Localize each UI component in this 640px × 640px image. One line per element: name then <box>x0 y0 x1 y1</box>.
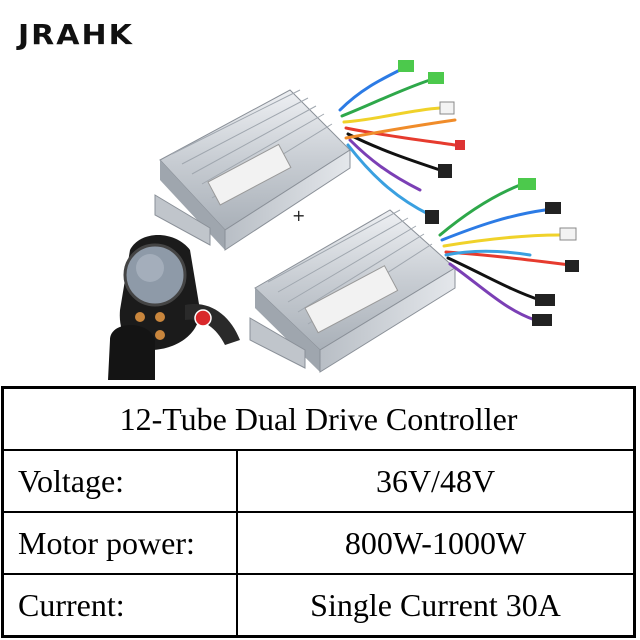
spec-row-voltage: Voltage: 36V/48V <box>1 449 636 513</box>
spec-value: Single Current 30A <box>236 573 636 638</box>
lcd-display-throttle <box>108 235 240 380</box>
spec-label: Motor power: <box>1 511 238 575</box>
spec-title-row: 12-Tube Dual Drive Controller <box>1 386 636 451</box>
spec-label: Voltage: <box>1 449 238 513</box>
spec-row-motor-power: Motor power: 800W-1000W <box>1 511 636 575</box>
spec-value: 800W-1000W <box>236 511 636 575</box>
connectors-1 <box>398 60 465 224</box>
brand-logo: JRAHK <box>18 19 134 52</box>
spec-label: Current: <box>1 573 238 638</box>
spec-value: 36V/48V <box>236 449 636 513</box>
controller-2 <box>249 209 456 373</box>
product-photo <box>108 60 579 380</box>
wire-bundle-2 <box>438 183 572 322</box>
wire-bundle-1 <box>338 68 457 217</box>
spec-title: 12-Tube Dual Drive Controller <box>1 386 636 451</box>
spec-table: 12-Tube Dual Drive Controller Voltage: 3… <box>1 386 636 638</box>
connectors-2 <box>518 178 579 326</box>
controller-1 <box>154 89 351 251</box>
plus-sign: + <box>292 206 306 225</box>
spec-row-current: Current: Single Current 30A <box>1 573 636 638</box>
